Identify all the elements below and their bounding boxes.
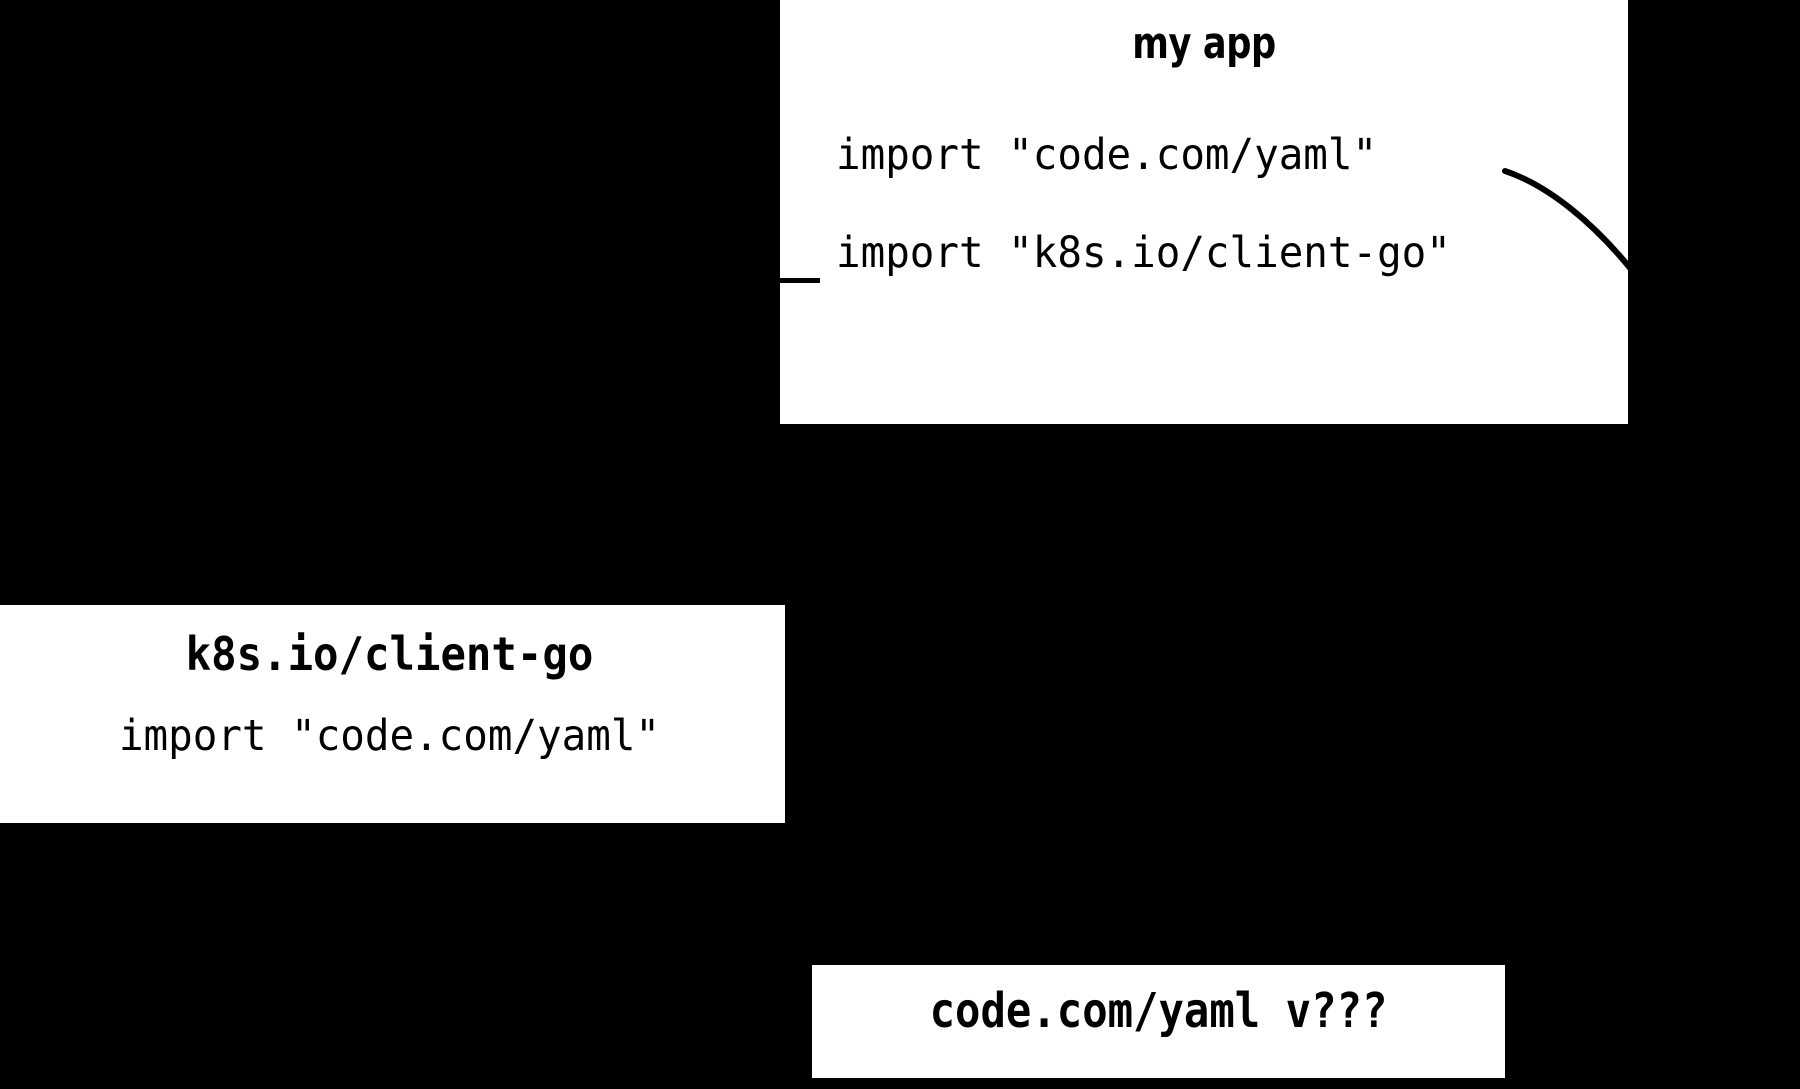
edge-dash-client-go: [778, 278, 820, 283]
panel-k8s-io-client-go[interactable]: k8s.io/client-go import "code.com/yaml": [0, 605, 785, 823]
client-go-import-line-code-com-yaml: import "code.com/yaml": [118, 711, 661, 761]
panel-my-app-title: my app: [1132, 18, 1276, 69]
panel-code-com-yaml-title: code.com/yaml v???: [929, 983, 1388, 1039]
import-line-code-com-yaml: import "code.com/yaml": [836, 130, 1378, 180]
import-line-k8s-io-client-go: import "k8s.io/client-go": [836, 228, 1451, 278]
panel-k8s-io-client-go-title: k8s.io/client-go: [185, 627, 594, 681]
panel-my-app[interactable]: my app import "code.com/yaml" import "k8…: [780, 0, 1628, 424]
panel-code-com-yaml[interactable]: code.com/yaml v???: [812, 965, 1505, 1078]
